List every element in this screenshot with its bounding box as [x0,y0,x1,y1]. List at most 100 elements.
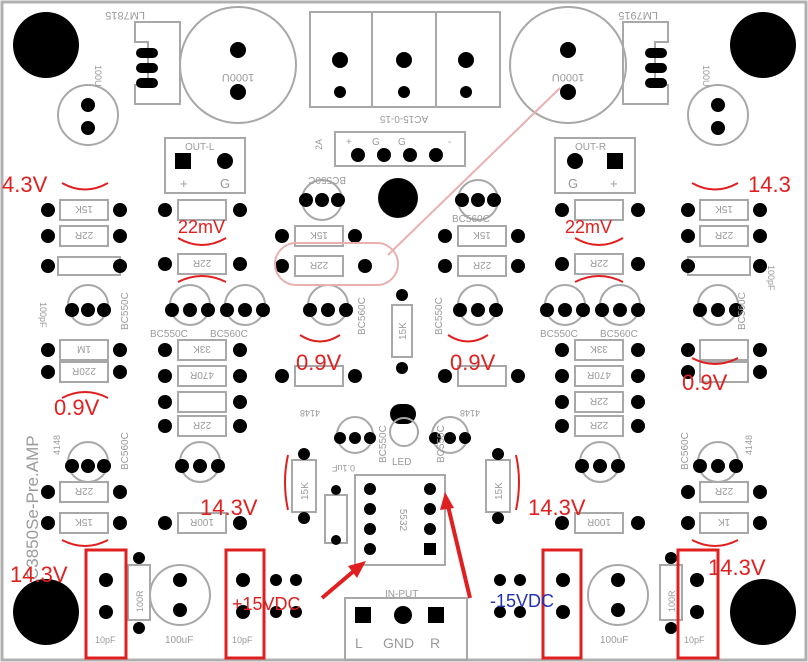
mounting-hole-bl [13,579,79,645]
svg-text:LM7915: LM7915 [618,9,658,21]
svg-text:+: + [346,137,352,148]
red-arrows [320,492,472,600]
svg-text:G: G [398,137,406,148]
svg-text:BC550C: BC550C [540,329,578,340]
voltage-label-right-top: 14.3 [748,172,791,197]
voltage-label-22mv-right: 22mV [565,217,612,237]
svg-text:100R: 100R [135,590,145,612]
svg-text:22R: 22R [75,485,93,496]
svg-text:15K: 15K [310,229,328,240]
input-connector: IN-PUT L GND R [344,589,468,661]
svg-text:100uF: 100uF [600,635,628,646]
svg-text:33K: 33K [193,343,211,354]
svg-text:R: R [430,635,440,651]
svg-text:22R: 22R [75,229,93,240]
svg-text:+: + [180,176,188,191]
svg-text:22R: 22R [590,419,608,430]
svg-text:1M: 1M [77,343,91,354]
center-parts: 15K LED 15K 15K 0.1uF 4148 4148 4148 414… [52,289,754,545]
svg-text:15K: 15K [398,322,409,340]
voltage-label-09-a: 0.9V [296,350,342,375]
svg-text:15K: 15K [494,482,505,500]
svg-text:100pF: 100pF [38,302,48,328]
red-highlight-boxes [84,548,720,660]
svg-text:1K: 1K [718,516,731,527]
svg-text:100U: 100U [93,65,103,87]
cap-100u-right: 100U [687,65,749,146]
svg-text:100R: 100R [667,590,677,612]
svg-text:470R: 470R [190,369,214,380]
voltage-label-14-b: 14.3V [528,495,586,520]
cap-100u-left: 100U [57,65,119,146]
svg-text:4148: 4148 [52,435,62,455]
svg-text:1000U: 1000U [552,71,584,83]
svg-text:BC560C: BC560C [357,297,368,335]
bottom-caps: 100uF 100uF 100R 100R 10pF 10pF 10pF [95,552,705,646]
svg-text:22R: 22R [715,485,733,496]
svg-text:2A: 2A [314,139,324,150]
svg-text:10pF: 10pF [232,635,253,645]
svg-text:10pF: 10pF [684,635,705,645]
svg-text:15K: 15K [473,229,491,240]
supply-label-minus15: -15VDC [490,591,554,611]
svg-text:220R: 220R [72,365,96,376]
svg-text:5532: 5532 [397,509,408,532]
svg-text:33K: 33K [590,343,608,354]
svg-text:15K: 15K [715,203,733,214]
svg-text:BC550C: BC550C [120,292,131,330]
svg-text:OUT-L: OUT-L [185,142,215,153]
voltage-label-left-top: 4.3V [2,172,48,197]
svg-text:22R: 22R [193,419,211,430]
cap-100pf-pair: 100pF 100pF [38,256,776,328]
red-brackets [61,182,739,547]
svg-text:470R: 470R [587,369,611,380]
voltage-label-09-d: 0.9V [682,370,728,395]
regulator-right: LM7915 [618,9,669,105]
svg-text:15K: 15K [75,203,93,214]
voltage-label-14-a: 14.3V [200,495,258,520]
pink-highlight [274,87,561,286]
svg-text:15K: 15K [300,482,311,500]
mounting-hole-br [730,579,796,645]
svg-text:22R: 22R [310,259,328,270]
svg-text:22R: 22R [590,395,608,406]
svg-text:LM7815: LM7815 [105,9,145,21]
svg-text:10pF: 10pF [95,635,116,645]
transistor-row: BC550C BC550C BC560C BC560C BC550C BC550… [65,174,748,483]
svg-text:BC560C: BC560C [452,214,490,225]
supply-label-plus15: +15VDC [232,594,301,614]
svg-text:100pF: 100pF [766,265,776,291]
svg-text:G: G [220,176,230,191]
svg-text:IN-PUT: IN-PUT [385,589,418,600]
mounting-hole-tl [13,12,79,78]
svg-text:BC550C: BC550C [378,425,389,463]
out-right-connector: OUT-R G + [554,137,636,194]
svg-text:100R: 100R [190,516,214,527]
svg-text:100uF: 100uF [165,635,193,646]
voltage-label-09-c: 0.9V [54,395,100,420]
svg-text:BC560C: BC560C [737,292,748,330]
svg-text:BC550C: BC550C [308,174,346,185]
svg-text:GND: GND [383,635,414,651]
out-left-connector: OUT-L + G [164,137,246,194]
board-name: C3850Se-Pre.AMP [23,435,42,580]
svg-text:100U: 100U [701,65,711,87]
voltage-label-22mv-left: 22mV [178,217,225,237]
svg-text:L: L [355,635,363,651]
svg-text:22R: 22R [473,259,491,270]
svg-text:BC550C: BC550C [150,329,188,340]
svg-text:-: - [448,137,451,148]
svg-text:BC550C: BC550C [436,425,447,463]
svg-text:BC560C: BC560C [210,329,248,340]
svg-text:100R: 100R [587,516,611,527]
regulator-left: LM7815 [105,9,181,105]
svg-text:22R: 22R [193,257,211,268]
svg-text:AC15-0-15: AC15-0-15 [379,113,428,124]
svg-text:G: G [372,137,380,148]
opamp-ic: 5532 [354,474,446,566]
svg-text:BC560C: BC560C [680,432,691,470]
svg-text:22R: 22R [715,229,733,240]
svg-text:0.1uF: 0.1uF [331,463,355,473]
svg-text:LED: LED [392,457,411,468]
svg-text:4148: 4148 [460,408,480,418]
